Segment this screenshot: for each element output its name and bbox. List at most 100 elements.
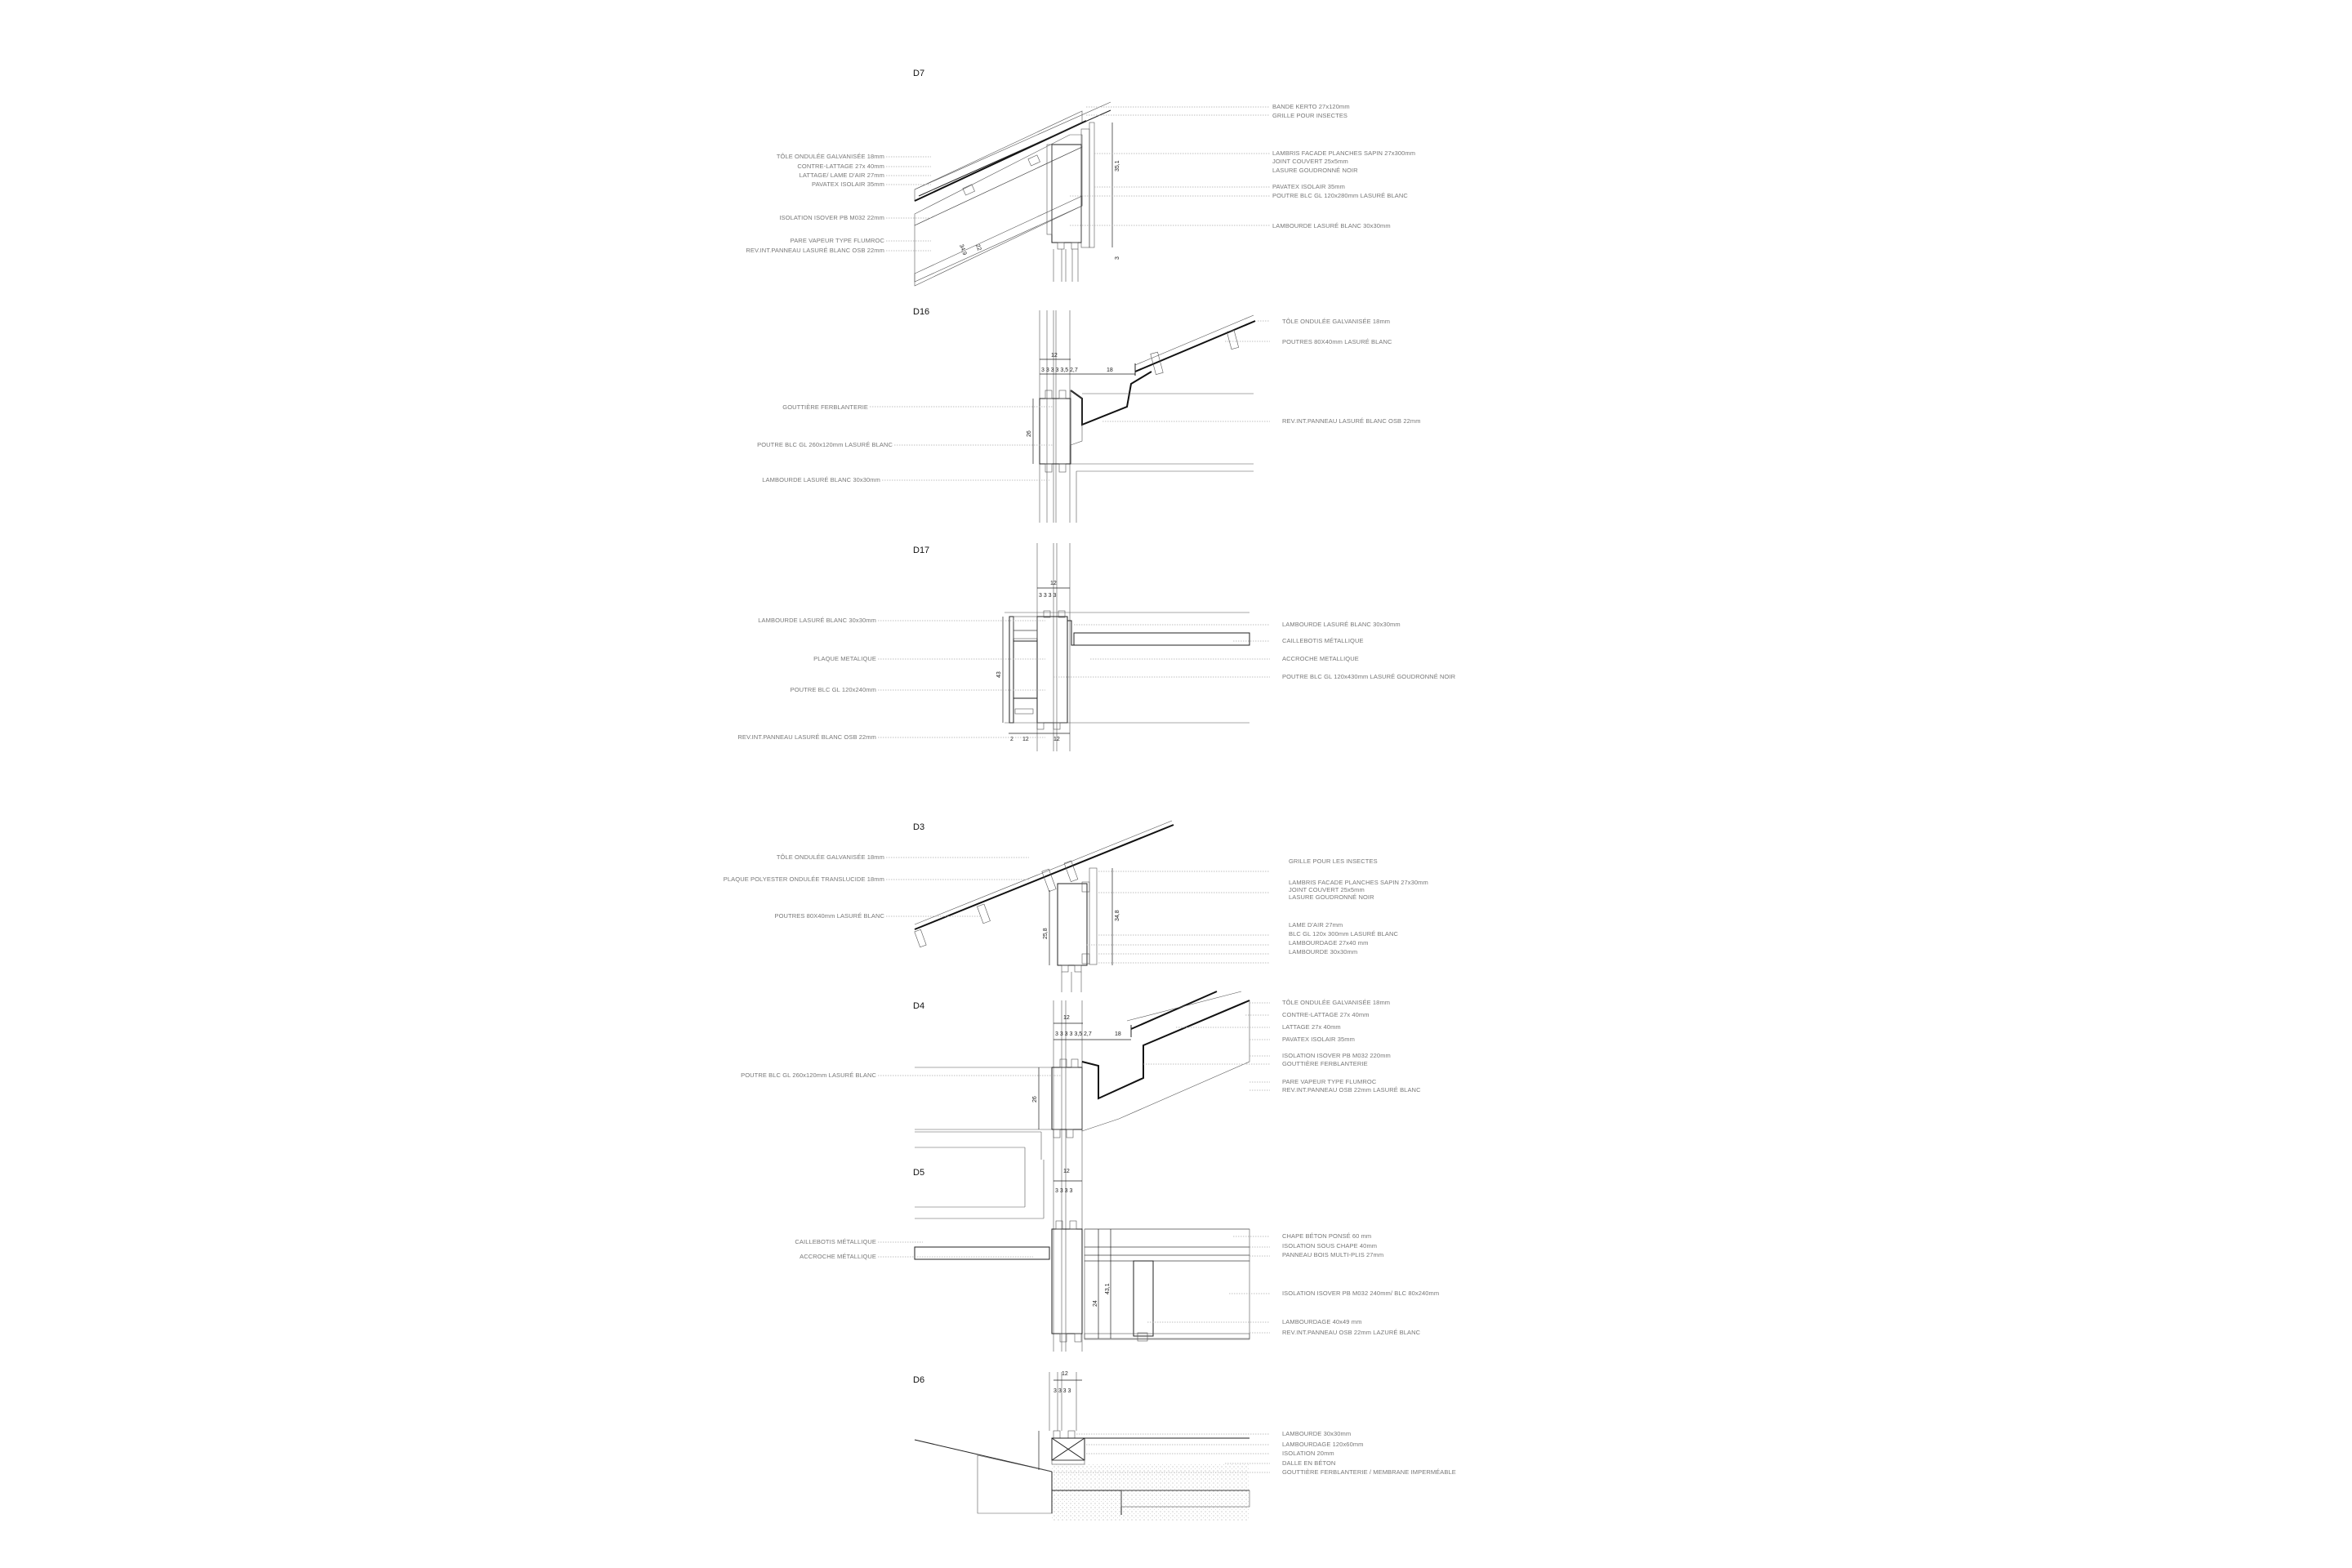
d17-right-label: POUTRE BLC GL 120x430mm LASURÉ GOUDRONNÉ… [1282, 673, 1456, 680]
d6-right-label: ISOLATION 20mm [1282, 1450, 1334, 1457]
detail-title-d7: D7 [913, 69, 925, 78]
d5-left-label: ACCROCHE MÉTALLIQUE [800, 1253, 876, 1260]
d16-left-label: GOUTTIÈRE FERBLANTERIE [782, 403, 868, 411]
d7-right-label: JOINT COUVERT 25x5mm [1272, 158, 1348, 165]
detail-title-d17: D17 [913, 546, 930, 555]
d5-right-label: ISOLATION ISOVER PB M032 240mm/ BLC 80x2… [1282, 1290, 1440, 1297]
d7-left-label: ISOLATION ISOVER PB M032 22mm [779, 214, 884, 221]
detail-d3-drawing: 25,8 34,8 [914, 820, 1174, 992]
d6-right-label: DALLE EN BÉTON [1282, 1459, 1336, 1467]
d5-right-label: CHAPE BÉTON PONSÉ 60 mm [1282, 1232, 1372, 1240]
d3-left-label: POUTRES 80X40mm LASURÉ BLANC [774, 912, 884, 920]
detail-title-d4: D4 [913, 1001, 925, 1011]
d7-right-label: LAMBRIS FACADE PLANCHES SAPIN 27x300mm [1272, 149, 1416, 157]
d17-right-label: ACCROCHE METALLIQUE [1282, 655, 1359, 662]
svg-text:12: 12 [1063, 1169, 1070, 1174]
d17-left-label: REV.INT.PANNEAU LASURÉ BLANC OSB 22mm [737, 733, 876, 741]
svg-text:12: 12 [1050, 581, 1057, 586]
svg-text:12: 12 [1051, 353, 1058, 359]
svg-text:22: 22 [974, 243, 982, 252]
d3-right-label: LASURE GOUDRONNÉ NOIR [1289, 893, 1374, 901]
d7-left-label: CONTRE-LATTAGE 27x 40mm [797, 163, 884, 170]
detail-d17-drawing: 43 12 3 3 3 3 2 12 12 [996, 543, 1250, 751]
d4-right-label: TÔLE ONDULÉE GALVANISÉE 18mm [1282, 999, 1391, 1006]
svg-text:3 3 3 3 3,5 2,7: 3 3 3 3 3,5 2,7 [1041, 368, 1078, 373]
d7-right-label: LASURE GOUDRONNÉ NOIR [1272, 167, 1358, 174]
svg-text:34,9: 34,9 [958, 243, 967, 256]
d4-right-label: GOUTTIÈRE FERBLANTERIE [1282, 1060, 1368, 1067]
d16-right-label: POUTRES 80X40mm LASURÉ BLANC [1282, 338, 1392, 345]
d17-left-label: LAMBOURDE LASURÉ BLANC 30x30mm [758, 617, 876, 624]
d3-right-label: LAME D'AIR 27mm [1289, 921, 1343, 929]
svg-text:2: 2 [1010, 737, 1013, 742]
d3-right-label: JOINT COUVERT 25x5mm [1289, 886, 1365, 893]
d7-right-label: PAVATEX ISOLAIR 35mm [1272, 183, 1345, 190]
detail-d16-drawing: 12 3 3 3 3 3,5 2,7 18 26 [1027, 310, 1256, 523]
svg-text:18: 18 [1107, 368, 1113, 373]
svg-text:12: 12 [1022, 737, 1029, 742]
detail-title-d16: D16 [913, 307, 930, 317]
detail-d7-drawing: 35,1 3 34,9 22 [914, 101, 1120, 287]
d16-right-label: REV.INT.PANNEAU LASURÉ BLANC OSB 22mm [1282, 417, 1421, 425]
d6-right-label: LAMBOURDAGE 120x60mm [1282, 1441, 1364, 1448]
svg-text:34,8: 34,8 [1115, 910, 1120, 921]
d3-right-label: GRILLE POUR LES INSECTES [1289, 858, 1378, 865]
d7-left-label: PAVATEX ISOLAIR 35mm [812, 180, 884, 188]
d4-right-label: LATTAGE 27x 40mm [1282, 1023, 1341, 1031]
svg-text:43: 43 [996, 671, 1002, 678]
d7-left-label: LATTAGE/ LAME D'AIR 27mm [799, 172, 884, 179]
d5-left-label: CAILLEBOTIS MÉTALLIQUE [795, 1238, 876, 1245]
d17-left-label: PLAQUE METALIQUE [813, 655, 876, 662]
d7-left-label: PARE VAPEUR TYPE FLUMROC [790, 237, 884, 244]
d17-right-label: LAMBOURDE LASURÉ BLANC 30x30mm [1282, 621, 1401, 628]
svg-text:25,8: 25,8 [1043, 928, 1049, 939]
d3-right-label: LAMBOURDAGE 27x40 mm [1289, 939, 1369, 947]
d7-right-label: BANDE KERTO 27x120mm [1272, 103, 1350, 110]
svg-text:12: 12 [1054, 737, 1060, 742]
svg-text:26: 26 [1027, 430, 1032, 437]
detail-title-d3: D3 [913, 822, 925, 832]
d4-right-label: CONTRE-LATTAGE 27x 40mm [1282, 1011, 1370, 1018]
d7-right-label: LAMBOURDE LASURÉ BLANC 30x30mm [1272, 222, 1391, 229]
d3-right-label: BLC GL 120x 300mm LASURÉ BLANC [1289, 930, 1399, 938]
d3-left-label: PLAQUE POLYESTER ONDULÉE TRANSLUCIDE 18m… [723, 875, 884, 883]
d16-right-label: TÔLE ONDULÉE GALVANISÉE 18mm [1282, 318, 1391, 325]
svg-text:35,1: 35,1 [1115, 160, 1120, 172]
svg-text:43,1: 43,1 [1105, 1283, 1111, 1294]
d4-right-label: PARE VAPEUR TYPE FLUMROC [1282, 1078, 1377, 1085]
svg-text:3: 3 [1115, 256, 1120, 260]
svg-text:3 3 3 3 3,5 2,7: 3 3 3 3 3,5 2,7 [1055, 1031, 1092, 1037]
d5-right-label: ISOLATION SOUS CHAPE 40mm [1282, 1242, 1378, 1250]
d4-right-label: PAVATEX ISOLAIR 35mm [1282, 1036, 1355, 1043]
d5-right-label: PANNEAU BOIS MULTI-PLIS 27mm [1282, 1251, 1384, 1258]
d7-right-label: POUTRE BLC GL 120x280mm LASURÉ BLANC [1272, 192, 1408, 199]
svg-text:12: 12 [1062, 1371, 1068, 1377]
d5-right-label: LAMBOURDAGE 40x49 mm [1282, 1318, 1362, 1325]
detail-title-d6: D6 [913, 1375, 925, 1385]
d17-right-label: CAILLEBOTIS MÉTALLIQUE [1282, 637, 1364, 644]
detail-d6-drawing: 12 3 3 3 3 [914, 1371, 1250, 1521]
svg-text:26: 26 [1032, 1096, 1038, 1102]
svg-text:24: 24 [1093, 1300, 1098, 1307]
d6-right-label: LAMBOURDE 30x30mm [1282, 1430, 1352, 1437]
d7-right-label: GRILLE POUR INSECTES [1272, 112, 1348, 119]
d3-left-label: TÔLE ONDULÉE GALVANISÉE 18mm [776, 853, 884, 861]
leader-lines [870, 106, 1270, 1473]
d7-left-label: REV.INT.PANNEAU LASURÉ BLANC OSB 22mm [746, 247, 884, 254]
detail-title-d5: D5 [913, 1168, 925, 1178]
d3-right-label: LAMBRIS FACADE PLANCHES SAPIN 27x30mm [1289, 879, 1428, 886]
d16-left-label: POUTRE BLC GL 260x120mm LASURÉ BLANC [757, 441, 893, 448]
d5-right-label: REV.INT.PANNEAU OSB 22mm LAZURÉ BLANC [1282, 1329, 1421, 1336]
d4-left-label: POUTRE BLC GL 260x120mm LASURÉ BLANC [741, 1071, 876, 1079]
svg-text:3 3 3 3: 3 3 3 3 [1039, 593, 1057, 599]
d3-right-label: LAMBOURDE 30x30mm [1289, 948, 1358, 956]
detail-d4-drawing: 12 3 3 3 3 3,5 2,7 18 26 [915, 991, 1250, 1160]
d16-left-label: LAMBOURDE LASURÉ BLANC 30x30mm [762, 476, 880, 483]
d6-right-label: GOUTTIÈRE FERBLANTERIE / MEMBRANE IMPERM… [1282, 1468, 1456, 1476]
d17-left-label: POUTRE BLC GL 120x240mm [790, 686, 876, 693]
svg-text:3 3 3 3: 3 3 3 3 [1055, 1188, 1073, 1194]
svg-text:3 3 3 3: 3 3 3 3 [1054, 1388, 1071, 1394]
svg-text:12: 12 [1063, 1015, 1070, 1021]
